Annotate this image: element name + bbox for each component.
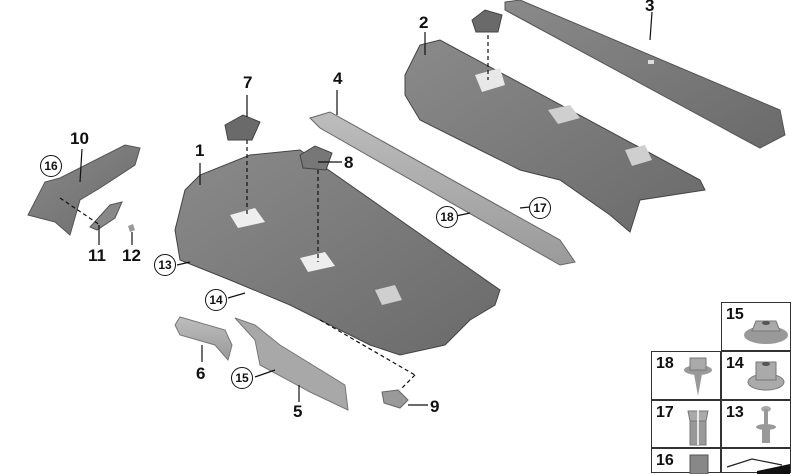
- callout-5: 5: [293, 402, 303, 421]
- part-3-rear-shelf-cover: [504, 0, 786, 149]
- part-9-handle: [381, 389, 409, 409]
- square-clip-nut-icon: [687, 409, 709, 446]
- part-6-trim: [174, 316, 233, 362]
- callout-6: 6: [196, 364, 206, 383]
- leader-lines: [59, 11, 653, 406]
- callout-17: 17: [529, 197, 551, 219]
- hex-screw-icon: [684, 357, 712, 396]
- legend-cell-15: 15: [721, 302, 791, 351]
- part-10-trim: [27, 144, 141, 236]
- callout-10: 10: [70, 129, 89, 148]
- part-5-panel: [234, 317, 349, 411]
- part-8-cover: [299, 145, 333, 171]
- callout-9: 9: [430, 397, 440, 416]
- callout-18: 18: [436, 206, 458, 228]
- legend-cell-13: 13: [721, 400, 791, 448]
- part-1-parcel-shelf: [174, 149, 501, 356]
- callout-8: 8: [344, 153, 354, 172]
- legend-cell-16: 16: [651, 448, 721, 474]
- legend-cell-17: 17: [651, 400, 721, 448]
- callout-1: 1: [195, 141, 205, 160]
- callout-11: 11: [88, 246, 106, 265]
- callout-14: 14: [205, 289, 227, 311]
- part-11-bracket: [89, 201, 123, 231]
- callout-12: 12: [122, 246, 141, 265]
- callout-2: 2: [419, 13, 429, 32]
- legend-cell-18: 18: [651, 351, 721, 400]
- expanding-rivet-icon: [756, 406, 776, 443]
- part-4-trim-strip: [309, 111, 576, 266]
- part-2-shelf-panel: [404, 39, 706, 233]
- part-7-cover: [224, 114, 261, 141]
- callout-7: 7: [243, 73, 253, 92]
- part-12-clip: [128, 224, 135, 232]
- callout-13: 13: [154, 254, 176, 276]
- callout-4: 4: [333, 69, 343, 88]
- collar-nut-icon: [747, 361, 785, 391]
- callout-16: 16: [40, 155, 62, 177]
- callout-15: 15: [231, 367, 253, 389]
- legend-cell-foam-pad: [721, 448, 791, 474]
- hex-flange-nut-icon: [744, 320, 788, 344]
- retaining-clip-icon: [689, 454, 709, 474]
- upper-cover: [471, 9, 503, 33]
- callout-3: 3: [645, 0, 655, 15]
- legend-cell-14: 14: [721, 351, 791, 400]
- foam-pad-icon: [726, 458, 790, 474]
